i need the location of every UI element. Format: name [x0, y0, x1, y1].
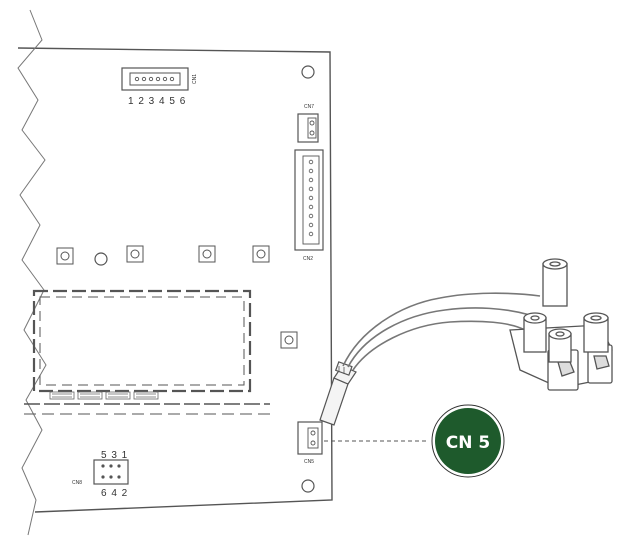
mounting-hole-middle	[94, 252, 108, 266]
cn8-label: CN8	[72, 480, 82, 486]
cn2-label: CN2	[303, 256, 313, 262]
connector-cn7: CN7	[297, 104, 319, 143]
component-pad-2	[126, 245, 144, 263]
cn1-pin-numbers: 1 2 3 4 5 6	[128, 96, 186, 107]
connector-cn1: 1 2 3 4 5 6 CN1	[121, 67, 198, 107]
cn7-label: CN7	[304, 104, 314, 110]
display-module-outline	[24, 289, 270, 415]
component-pad-3	[198, 245, 216, 263]
cn8-pins-top: 5 3 1	[101, 450, 128, 461]
connector-cn5: CN5	[297, 421, 323, 465]
terminal-block	[509, 258, 613, 391]
component-pad-1	[56, 247, 74, 265]
callout-badge-fill	[435, 408, 501, 474]
mounting-hole-bottom	[301, 479, 315, 493]
board-break-line	[17, 9, 47, 536]
cn1-label: CN1	[192, 74, 198, 84]
cable-wires	[342, 292, 541, 371]
callout-badge: CN 5	[431, 404, 505, 478]
mounting-hole-top	[301, 65, 315, 79]
component-pad-5	[280, 331, 298, 349]
callout-label: CN 5	[446, 433, 490, 453]
cn5-label: CN5	[304, 459, 314, 465]
component-pad-4	[252, 245, 270, 263]
board-outline	[17, 47, 333, 513]
cn8-pins-bottom: 6 4 2	[101, 488, 128, 499]
pin-header-strip	[49, 391, 159, 400]
cable-plug	[319, 361, 357, 426]
connector-cn2: CN2	[294, 149, 324, 262]
connector-cn8: 5 3 1 6 4 2 CN8	[72, 450, 129, 499]
